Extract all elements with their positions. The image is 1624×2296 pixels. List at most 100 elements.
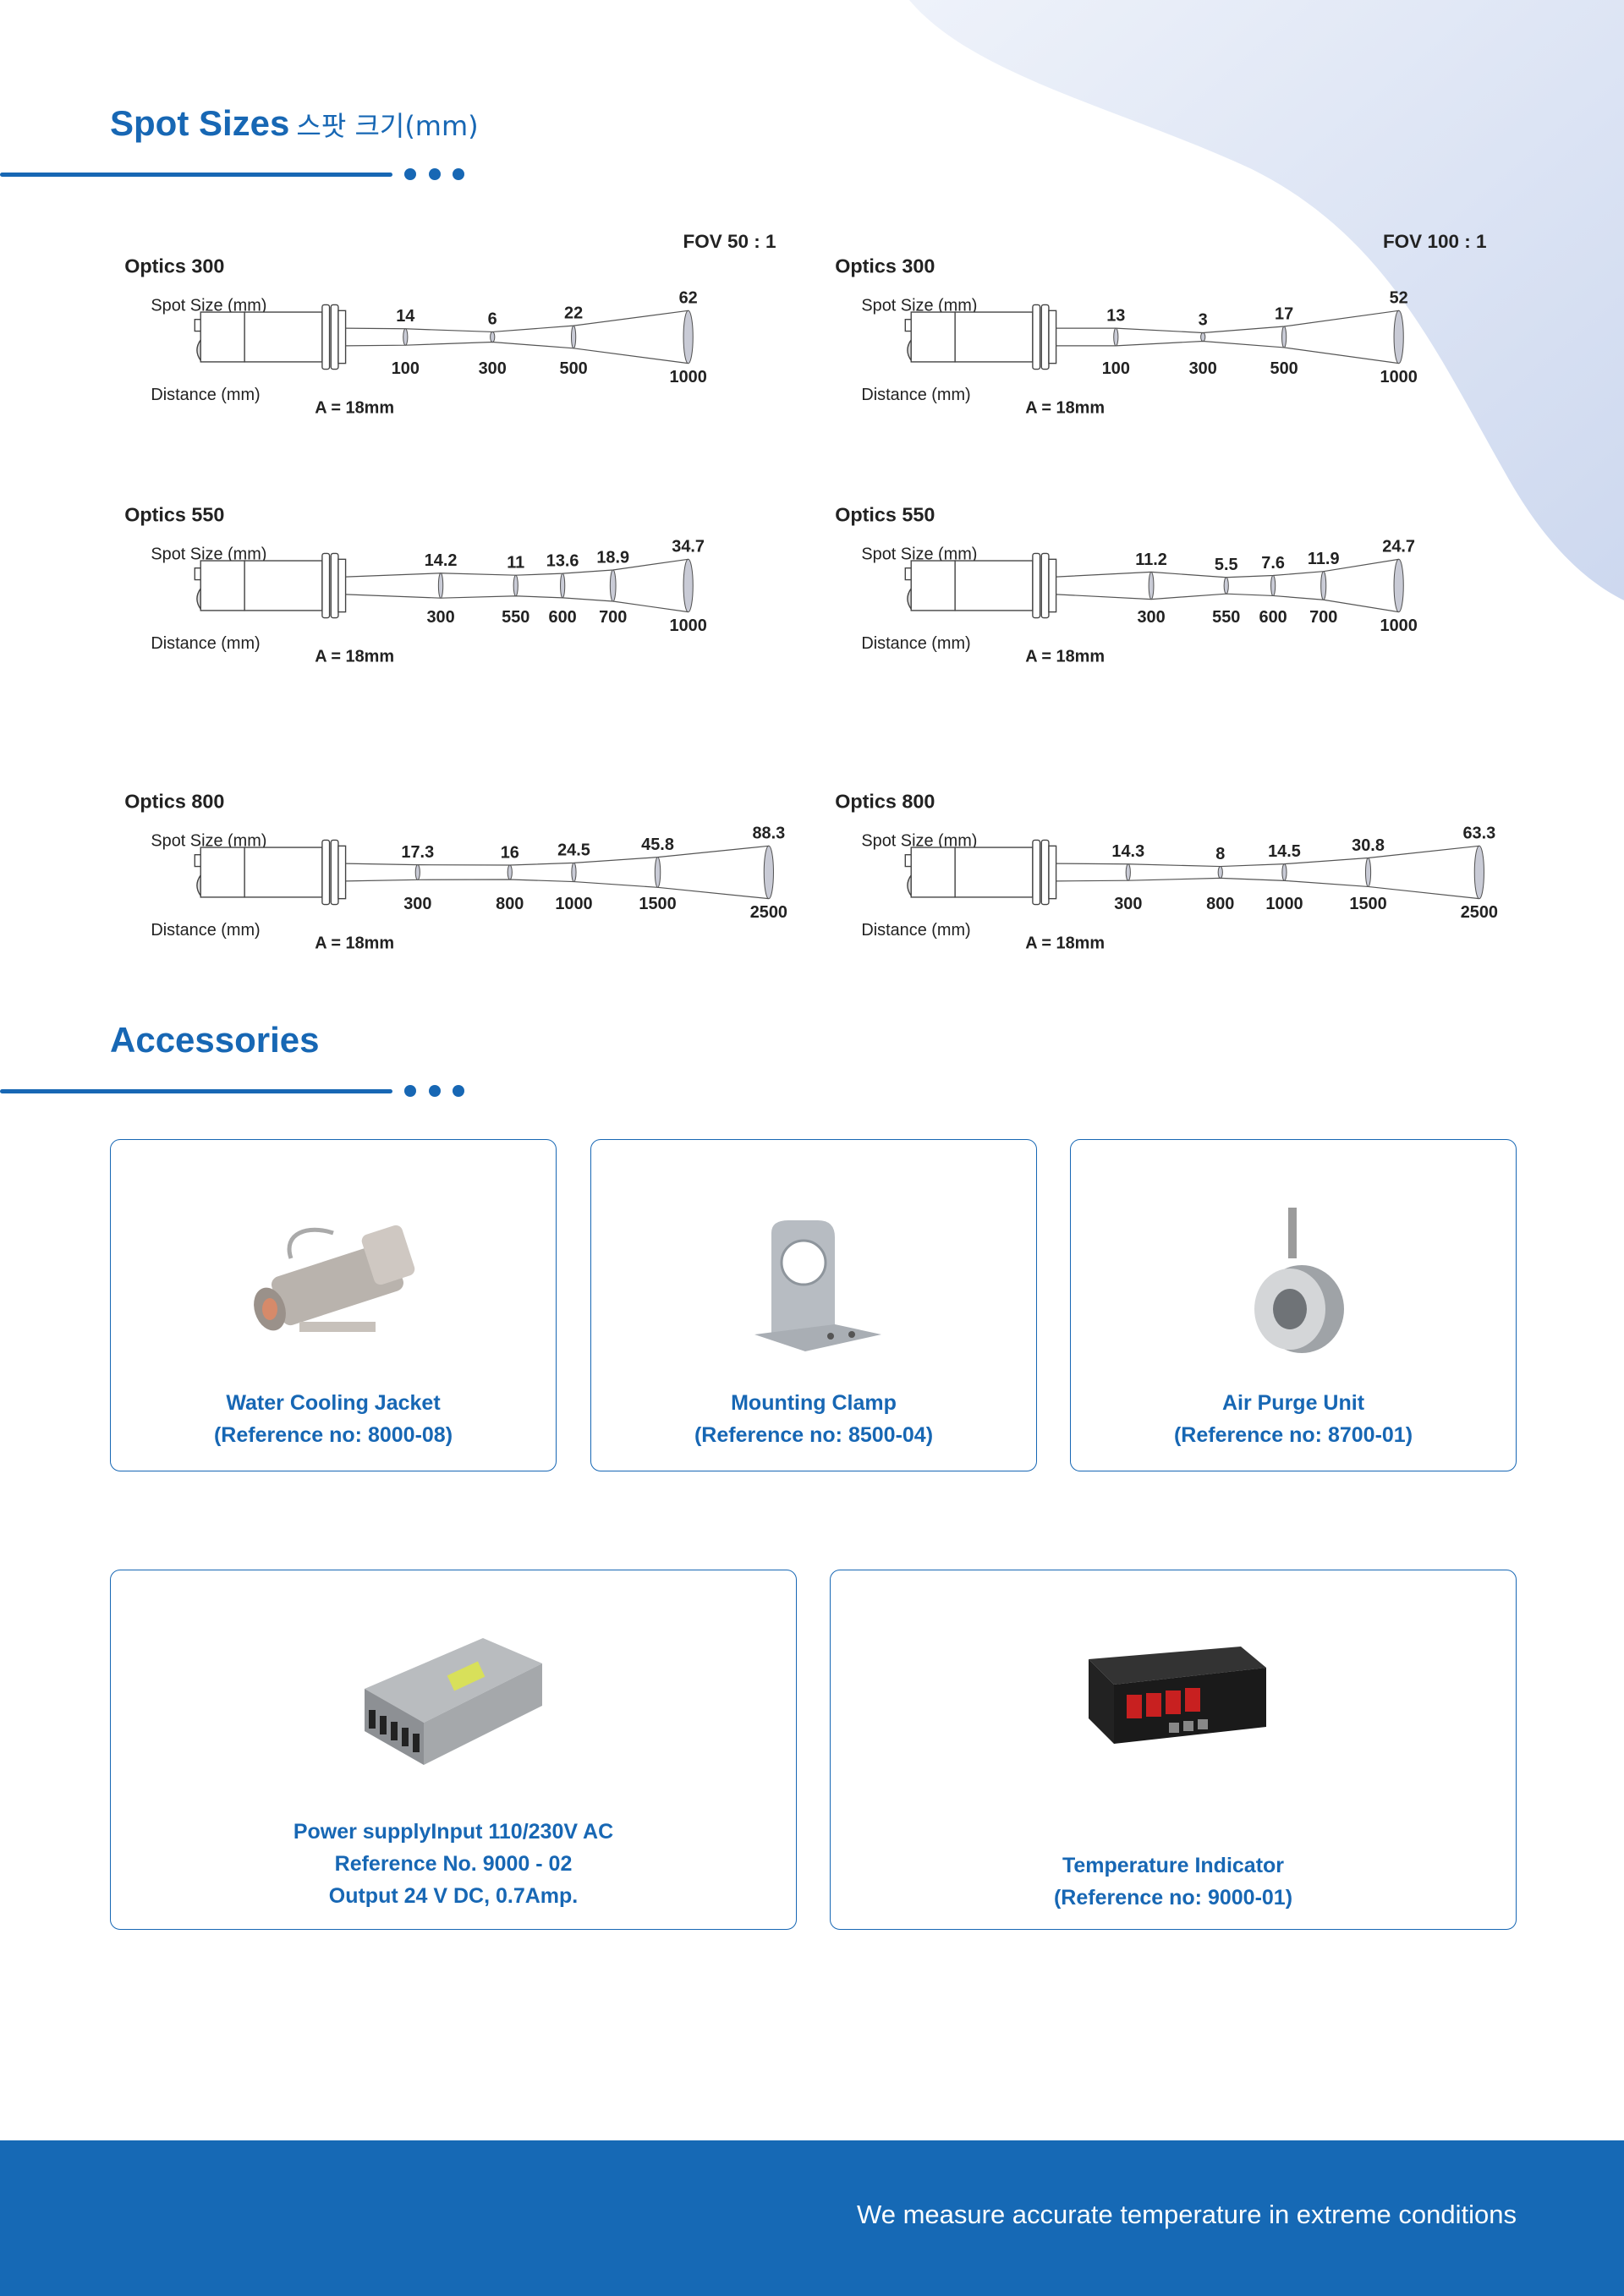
spot-ellipse — [403, 328, 409, 346]
sensor-body-icon — [194, 552, 347, 619]
beam-edge — [1056, 593, 1399, 613]
accessory-caption: Temperature Indicator (Reference no: 900… — [1053, 1854, 1293, 1910]
distance-value: 1000 — [670, 368, 707, 386]
optics-title: Optics 800 — [124, 790, 224, 812]
spot-size-label: Spot Size (mm) — [151, 296, 266, 315]
beam-edge — [345, 845, 769, 866]
spot-size-value: 30.8 — [1352, 836, 1385, 855]
spot-size-label: Spot Size (mm) — [861, 831, 977, 850]
spot-size-value: 34.7 — [672, 538, 705, 556]
optics-title: Optics 800 — [835, 790, 935, 812]
a-dimension-label: A = 18mm — [1025, 398, 1105, 417]
footer-tagline: We measure accurate temperature in extre… — [857, 2200, 1517, 2229]
a-dimension-label: A = 18mm — [315, 647, 394, 666]
spot-size-value: 13 — [1106, 306, 1125, 325]
distance-value: 300 — [426, 608, 454, 627]
spot-size-value: 63.3 — [1463, 825, 1496, 843]
distance-value: 1500 — [639, 895, 676, 913]
spot-size-value: 88.3 — [753, 825, 786, 843]
distance-label: Distance (mm) — [861, 921, 970, 940]
section-divider — [0, 1089, 392, 1093]
spot-ellipse — [1270, 574, 1276, 596]
accessory-card-air-purge-unit[interactable]: Air Purge Unit (Reference no: 8700-01) — [1070, 1139, 1517, 1471]
distance-value: 300 — [403, 895, 431, 913]
accessory-card-temperature-indicator[interactable]: Temperature Indicator (Reference no: 900… — [830, 1570, 1517, 1930]
sensor-body-icon — [194, 839, 347, 906]
optics-title: Optics 550 — [835, 503, 935, 525]
distance-value: 500 — [1270, 359, 1298, 378]
distance-value: 500 — [560, 359, 588, 378]
distance-value: 100 — [1102, 359, 1130, 378]
distance-label: Distance (mm) — [861, 386, 970, 404]
temperature-indicator-icon — [1089, 1647, 1266, 1744]
spot-ellipse — [1393, 558, 1404, 613]
spot-ellipse — [1113, 327, 1119, 347]
spot-ellipse — [507, 864, 513, 880]
beam-edge — [1056, 558, 1399, 578]
spot-size-value: 14.3 — [1111, 842, 1144, 861]
distance-value: 2500 — [750, 903, 787, 922]
spot-size-value: 5.5 — [1215, 556, 1238, 574]
spot-ellipse — [683, 310, 694, 364]
distance-value: 800 — [1206, 895, 1234, 913]
distance-value: 700 — [599, 608, 627, 627]
beam-edge — [1056, 877, 1479, 900]
a-dimension-label: A = 18mm — [1025, 647, 1105, 666]
spot-size-label: Spot Size (mm) — [861, 296, 977, 315]
spot-ellipse — [1217, 866, 1223, 879]
spot-size-value: 16 — [501, 843, 519, 862]
spot-size-value: 14.2 — [425, 551, 458, 570]
accessory-card-water-cooling-jacket[interactable]: Water Cooling Jacket (Reference no: 8000… — [110, 1139, 557, 1471]
distance-value: 1000 — [555, 895, 592, 913]
spot-size-label: Spot Size (mm) — [861, 545, 977, 563]
distance-value: 550 — [502, 608, 529, 627]
sensor-body-icon — [904, 839, 1057, 906]
spot-ellipse — [414, 864, 420, 880]
spot-size-value: 45.8 — [641, 836, 674, 854]
spot-size-label: Spot Size (mm) — [151, 545, 266, 563]
fov-label: FOV 100 : 1 — [1383, 231, 1487, 252]
spot-size-value: 18.9 — [596, 548, 629, 567]
spot-size-value: 11 — [507, 554, 524, 573]
accessory-caption: Power supplyInput 110/230V AC Reference … — [293, 1820, 614, 1908]
spot-size-value: 17 — [1275, 304, 1293, 323]
distance-value: 700 — [1309, 608, 1337, 627]
spot-ellipse — [609, 569, 617, 602]
beam-edge — [345, 594, 689, 613]
accessory-card-mounting-clamp[interactable]: Mounting Clamp (Reference no: 8500-04) — [590, 1139, 1037, 1471]
air-purge-unit-icon — [1254, 1208, 1344, 1353]
distance-label: Distance (mm) — [151, 386, 260, 404]
spot-size-label: Spot Size (mm) — [151, 831, 266, 850]
spot-ellipse — [1200, 332, 1206, 342]
sensor-body-icon — [904, 304, 1057, 370]
divider-dot — [404, 168, 416, 180]
distance-value: 550 — [1212, 608, 1240, 627]
spot-ellipse — [513, 574, 518, 597]
spot-size-value: 8 — [1215, 845, 1225, 863]
distance-value: 2500 — [1461, 903, 1498, 922]
distance-value: 300 — [1189, 359, 1217, 378]
accessory-card-power-supply[interactable]: Power supplyInput 110/230V AC Reference … — [110, 1570, 797, 1930]
spot-size-value: 6 — [488, 310, 497, 329]
accessory-caption: Air Purge Unit (Reference no: 8700-01) — [1173, 1391, 1413, 1447]
spot-ellipse — [490, 331, 496, 343]
fov-label: FOV 50 : 1 — [683, 231, 776, 252]
distance-value: 800 — [496, 895, 524, 913]
water-cooling-jacket-icon — [254, 1225, 415, 1332]
spot-ellipse — [571, 862, 577, 883]
footer: We measure accurate temperature in extre… — [0, 2140, 1624, 2296]
spot-ellipse — [1393, 310, 1404, 364]
distance-value: 1000 — [1380, 368, 1418, 386]
spot-ellipse — [1364, 858, 1372, 887]
divider-dot — [429, 1085, 441, 1097]
distance-value: 1000 — [670, 616, 707, 635]
spot-sizes-subtitle: 스팟 크기(mm) — [296, 110, 479, 142]
beam-edge — [345, 879, 769, 900]
a-dimension-label: A = 18mm — [315, 934, 394, 952]
distance-value: 300 — [1137, 608, 1165, 627]
